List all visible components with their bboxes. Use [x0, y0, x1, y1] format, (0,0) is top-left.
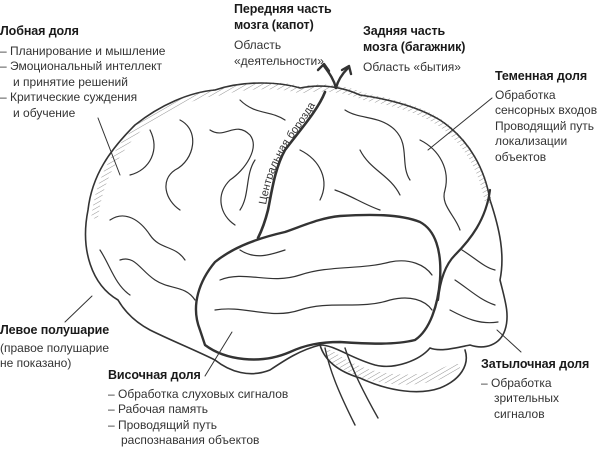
parietal-item: Проводящий путь — [495, 118, 594, 133]
central-sulcus-line — [256, 90, 327, 240]
frontal-item: – Эмоциональный интеллект — [0, 59, 163, 73]
parieto-occipital-line — [436, 188, 492, 302]
left-hemisphere-label: Левое полушарие (правое полушарие не пок… — [0, 323, 109, 372]
pointer-temporal — [204, 331, 233, 377]
temporal-item: распознавания объектов — [121, 433, 260, 447]
frontal-item: и принятие решений — [13, 74, 128, 89]
frontal-item: – Критические суждения — [0, 90, 138, 104]
cerebellum — [319, 344, 467, 393]
parietal-item: локализации — [495, 134, 568, 148]
parietal-item: сенсорных входов — [495, 103, 598, 117]
pointer-parietal — [427, 97, 493, 151]
parietal-lobe-label: Теменная доля Обработка сенсорных входов… — [495, 69, 597, 165]
pointer-left-hemisphere — [64, 295, 93, 323]
central-sulcus-label: Центральная борозда — [257, 99, 318, 205]
temporal-item: – Рабочая память — [108, 402, 208, 416]
frontal-lobe-title: Лобная доля — [0, 24, 79, 38]
temporal-item: – Проводящий путь — [108, 417, 217, 432]
back-part-title-2: мозга (багажник) — [363, 39, 466, 54]
pointer-occipital — [496, 329, 522, 353]
left-hemisphere-desc-2: не показано) — [0, 356, 72, 370]
occipital-lobe-title: Затылочная доля — [481, 357, 590, 371]
occipital-item: сигналов — [494, 406, 545, 421]
front-part-label: Передняя часть мозга (капот) Область «де… — [234, 2, 332, 69]
frontal-item: и обучение — [13, 105, 76, 120]
arrow-back — [334, 66, 350, 90]
front-part-desc-1: Область — [234, 38, 282, 52]
back-part-label: Задняя часть мозга (багажник) Область «б… — [363, 24, 465, 76]
occipital-lobe-label: Затылочная доля – Обработка зрительных с… — [481, 357, 589, 422]
back-part-desc: Область «бытия» — [363, 60, 461, 74]
back-part-title-1: Задняя часть — [363, 24, 446, 38]
left-hemisphere-desc-1: (правое полушарие — [0, 340, 110, 355]
temporal-lobe-title: Височная доля — [108, 368, 201, 382]
frontal-lobe-label: Лобная доля – Планирование и мышление – … — [0, 24, 165, 121]
brainstem — [324, 347, 356, 426]
frontal-item: – Планирование и мышление — [0, 43, 166, 58]
occipital-item: – Обработка — [481, 375, 552, 390]
temporal-lobe-outline — [194, 213, 442, 361]
parietal-item: Обработка — [495, 87, 556, 102]
temporal-lobe-label: Височная доля – Обработка слуховых сигна… — [108, 368, 288, 449]
temporal-item: – Обработка слуховых сигналов — [108, 386, 289, 401]
occipital-item: зрительных — [494, 391, 560, 405]
front-part-desc-2: «деятельности» — [234, 53, 324, 68]
left-hemisphere-title: Левое полушарие — [0, 323, 110, 337]
pointer-frontal — [97, 117, 121, 176]
parietal-lobe-title: Теменная доля — [495, 69, 588, 83]
front-part-title-1: Передняя часть — [234, 2, 332, 16]
parietal-item: объектов — [495, 149, 547, 164]
front-part-title-2: мозга (капот) — [234, 17, 314, 32]
